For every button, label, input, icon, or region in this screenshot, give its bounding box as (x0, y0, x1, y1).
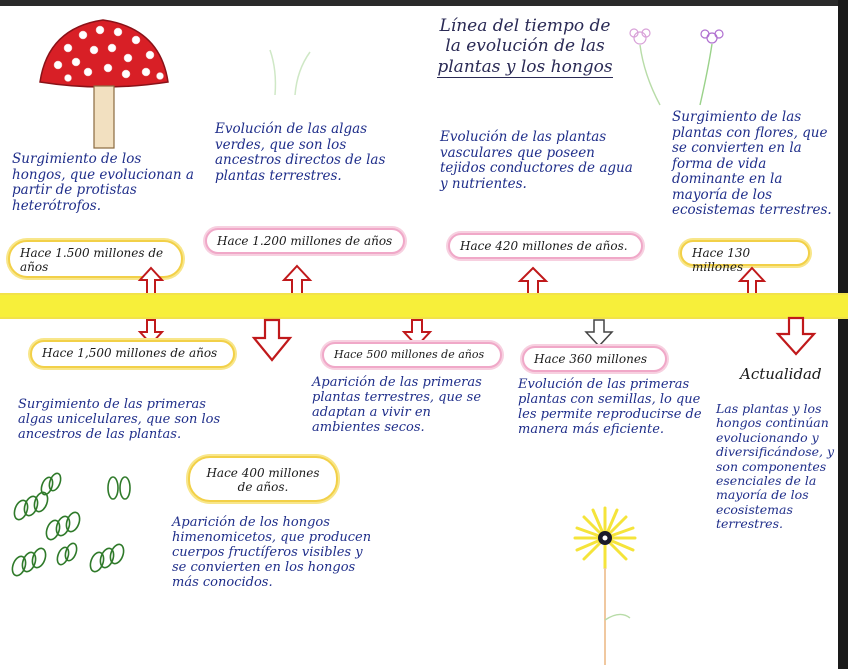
up-arrow-4 (737, 266, 767, 295)
event-text-plantas-con-flores: Surgimiento de las plantas con flores, q… (672, 109, 832, 219)
top-border (0, 0, 848, 6)
down-arrow-1 (137, 319, 165, 346)
timeline-bar (0, 293, 848, 319)
event-text-algas-verdes: Evolución de las algas verdes, que son l… (215, 121, 386, 184)
page-title: Línea del tiempo de la evolución de las … (437, 16, 613, 78)
date-cloud-130: Hace 130 millones (680, 240, 810, 274)
event-text-hongos: Surgimiento de los hongos, que evolucion… (12, 151, 194, 214)
down-arrow-5 (775, 316, 817, 356)
event-text-algas-unicelulares: Surgimiento de las primeras algas unicel… (18, 397, 221, 442)
algae-cells-icon (11, 472, 131, 577)
event-text-actualidad: Las plantas y los hongos continúan evolu… (716, 401, 835, 531)
date-cloud-1500-bottom: Hace 1,500 millones de años (30, 340, 235, 368)
flowers-icon (629, 28, 724, 106)
event-text-plantas-semillas: Evolución de las primeras plantas con se… (518, 377, 702, 437)
date-cloud-500: Hace 500 millones de años (322, 342, 502, 368)
right-border (838, 0, 848, 669)
date-cloud-360: Hace 360 millones (522, 346, 667, 372)
date-cloud-1500-top: Hace 1.500 millones de años (8, 240, 183, 278)
sprouts-icon (269, 49, 311, 96)
down-arrow-2 (251, 318, 293, 362)
mushroom-icon (39, 19, 169, 149)
date-actualidad: Actualidad (740, 365, 822, 383)
down-arrow-3 (401, 319, 433, 348)
date-cloud-420: Hace 420 millones de años. (448, 233, 643, 259)
event-text-plantas-vasculares: Evolución de las plantas vasculares que … (440, 129, 633, 192)
date-cloud-400: Hace 400 millones de años. (188, 456, 338, 502)
down-arrow-4 (584, 319, 614, 348)
event-text-himenomicetos: Aparición de los hongos himenomicetos, q… (172, 515, 372, 590)
event-text-plantas-terrestres: Aparición de las primeras plantas terres… (312, 375, 482, 435)
up-arrow-1 (137, 266, 165, 295)
date-cloud-1200: Hace 1.200 millones de años (205, 228, 405, 254)
up-arrow-3 (517, 266, 549, 295)
up-arrow-2 (281, 264, 313, 295)
sunflower-icon (573, 506, 637, 665)
